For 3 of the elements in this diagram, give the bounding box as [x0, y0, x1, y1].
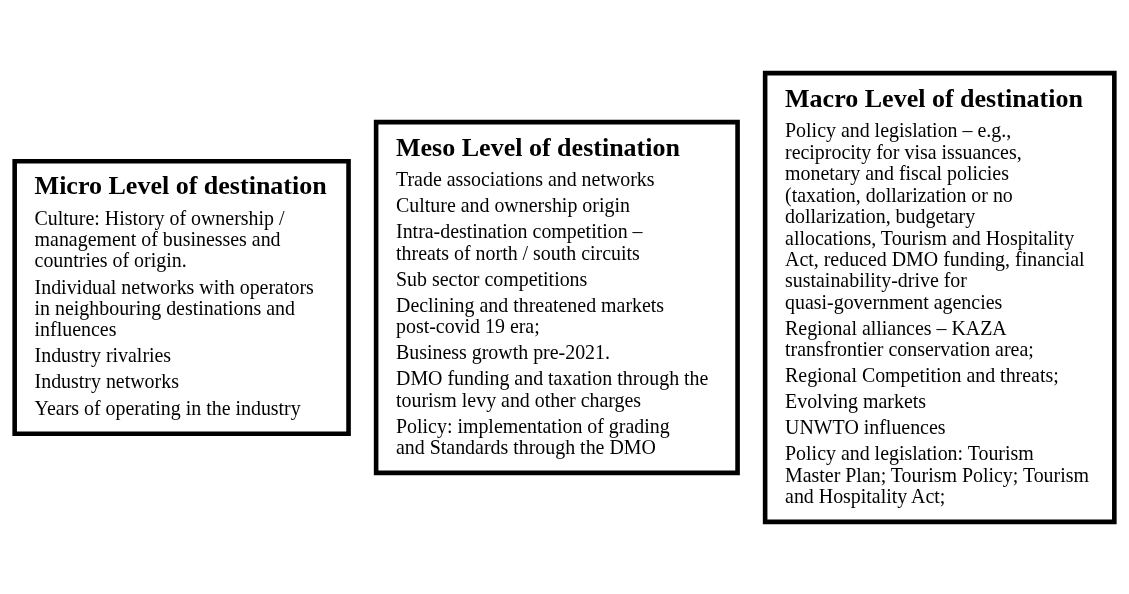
node-box: Meso Level of destination Trade associations and networks Culture and ownership origin Intra-destination competition – threats of north / south circuits Sub sector competitions Declining and threatened markets post-covid 19 era; Business growth pre-2021. DMO funding and taxation through the tourism levy and other charges Policy: implementation of grading and Standards through the DMO: [373, 119, 740, 475]
node-box: Macro Level of destination Policy and legislation – e.g., reciprocity for visa issuances, monetary and fiscal policies (taxation, dollarization or no dollarization, budgetary allocations, Tourism and Hospitality Act, reduced DMO funding, financial sustainability-drive for quasi-government agencies Regional alliances – KAZA transfrontier conservation area; Regional Competition and threats; Evolving markets UNWTO influences Policy and legislation: Tourism Master Plan; Tourism Policy; Tourism and Hospitality Act;: [762, 70, 1117, 524]
node-box: Micro Level of destination Culture: History of ownership / management of businesses and countries of origin. Individual networks with operators in neighbouring destinations and influences Industry rivalries Industry networks Years of operating in the industry: [12, 158, 351, 436]
